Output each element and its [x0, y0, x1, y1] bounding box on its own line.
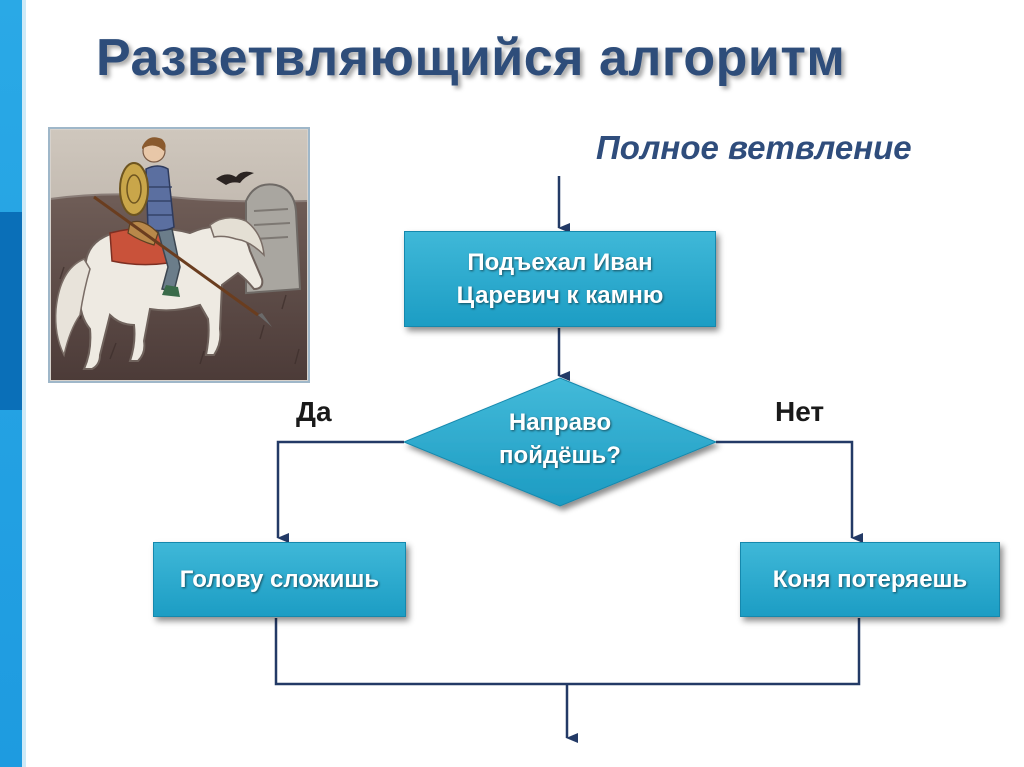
knight-illustration — [48, 127, 310, 383]
merge-line — [274, 618, 861, 686]
side-bar-accent — [0, 212, 22, 410]
condition-text: Направо пойдёшь? — [499, 409, 621, 469]
process-block-no-text: Коня потеряешь — [772, 566, 968, 593]
process-block-start: Подъехал Иван Царевич к камню — [404, 231, 716, 327]
condition-diamond — [402, 377, 718, 507]
slide-subtitle: Полное ветвление — [596, 129, 912, 166]
knight-on-horse-illustration — [50, 129, 308, 381]
side-bar-stripe — [22, 0, 26, 767]
no-branch-line — [716, 440, 863, 543]
slide-title: Разветвляющийся алгоритм — [96, 29, 846, 87]
process-block-yes: Голову сложишь — [153, 542, 406, 617]
process-block-start-text: Подъехал Иван Царевич к камню — [456, 249, 664, 309]
process-block-yes-text: Голову сложишь — [179, 566, 380, 593]
no-label: Нет — [775, 396, 825, 427]
yes-branch-line — [276, 440, 404, 543]
yes-label: Да — [296, 396, 332, 427]
process-block-no: Коня потеряешь — [740, 542, 1000, 617]
